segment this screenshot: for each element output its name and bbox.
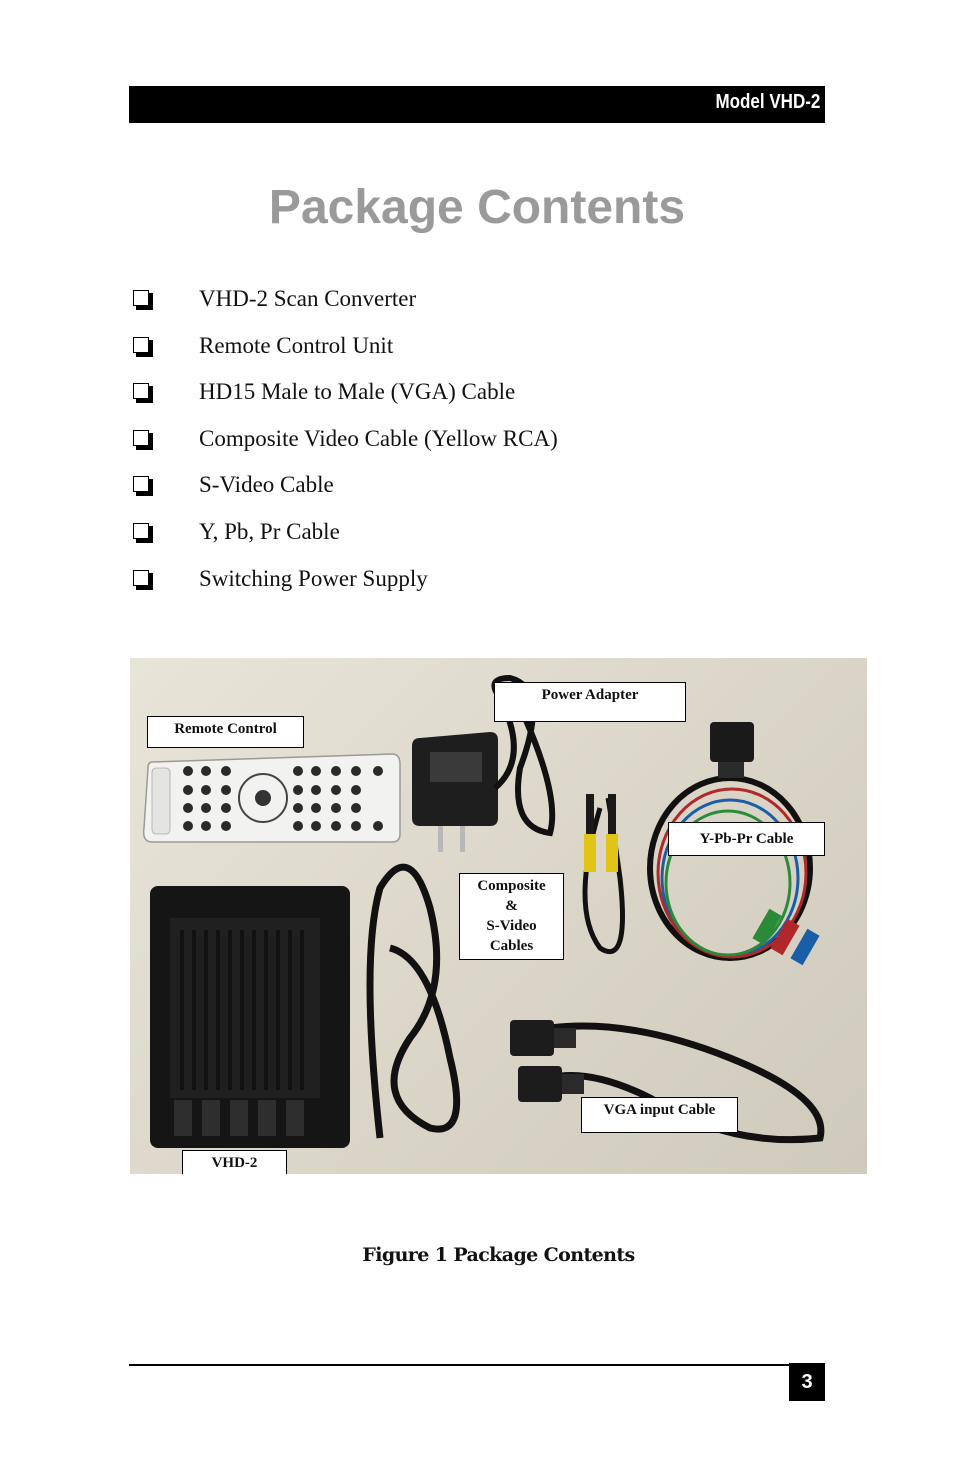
composite-cable-illustration xyxy=(582,794,625,955)
callout-power-adapter: Power Adapter xyxy=(494,682,686,722)
remote-control-illustration xyxy=(142,753,401,843)
checkbox-icon xyxy=(133,336,153,357)
callout-composite-line: Composite xyxy=(477,878,546,894)
vhd2-device-illustration xyxy=(150,886,350,1148)
callout-vhd2: VHD-2 xyxy=(182,1150,287,1174)
callout-remote-control: Remote Control xyxy=(147,716,304,748)
page-title: Package Contents xyxy=(268,181,686,234)
item-label: VHD-2 Scan Converter xyxy=(199,286,417,311)
checkbox-icon xyxy=(133,569,153,590)
item-label: S-Video Cable xyxy=(199,472,334,498)
vga-cable-illustration xyxy=(510,1020,825,1144)
checkbox-icon xyxy=(133,429,153,450)
item-label: Switching Power Supply xyxy=(199,565,428,591)
callout-composite-line: Cables xyxy=(489,938,534,954)
header-model: Model VHD-2 xyxy=(715,91,820,113)
callout-vga-cable: VGA input Cable xyxy=(581,1097,738,1133)
footer-rule xyxy=(129,1364,789,1366)
svideo-cable-illustration xyxy=(366,863,461,1139)
callout-composite-svideo: Composite & S-Video Cables xyxy=(459,873,564,960)
callout-composite-line: & xyxy=(505,898,518,914)
ypbpr-cable-illustration xyxy=(647,722,820,966)
item-label: Remote Control Unit xyxy=(199,332,394,358)
product-illustration xyxy=(142,674,825,1148)
header-bar: Model VHD-2 xyxy=(129,86,825,123)
callout-ypbpr-cable: Y-Pb-Pr Cable xyxy=(668,822,825,856)
package-contents-photo: Power Adapter Remote Control Y-Pb-Pr Cab… xyxy=(130,658,867,1174)
checkbox-icon xyxy=(133,476,153,497)
page-number: 3 xyxy=(789,1363,825,1401)
item-label: HD15 Male to Male (VGA) Cable xyxy=(199,379,516,405)
checkbox-icon xyxy=(133,522,153,543)
callout-composite-line: S-Video xyxy=(486,918,537,934)
item-label: Y, Pb, Pr Cable xyxy=(199,518,340,544)
checkbox-icon xyxy=(133,383,153,404)
checkbox-icon xyxy=(133,290,153,310)
figure-caption: Figure 1 Package Contents xyxy=(362,1244,635,1266)
item-label: Composite Video Cable (Yellow RCA) xyxy=(199,425,558,451)
